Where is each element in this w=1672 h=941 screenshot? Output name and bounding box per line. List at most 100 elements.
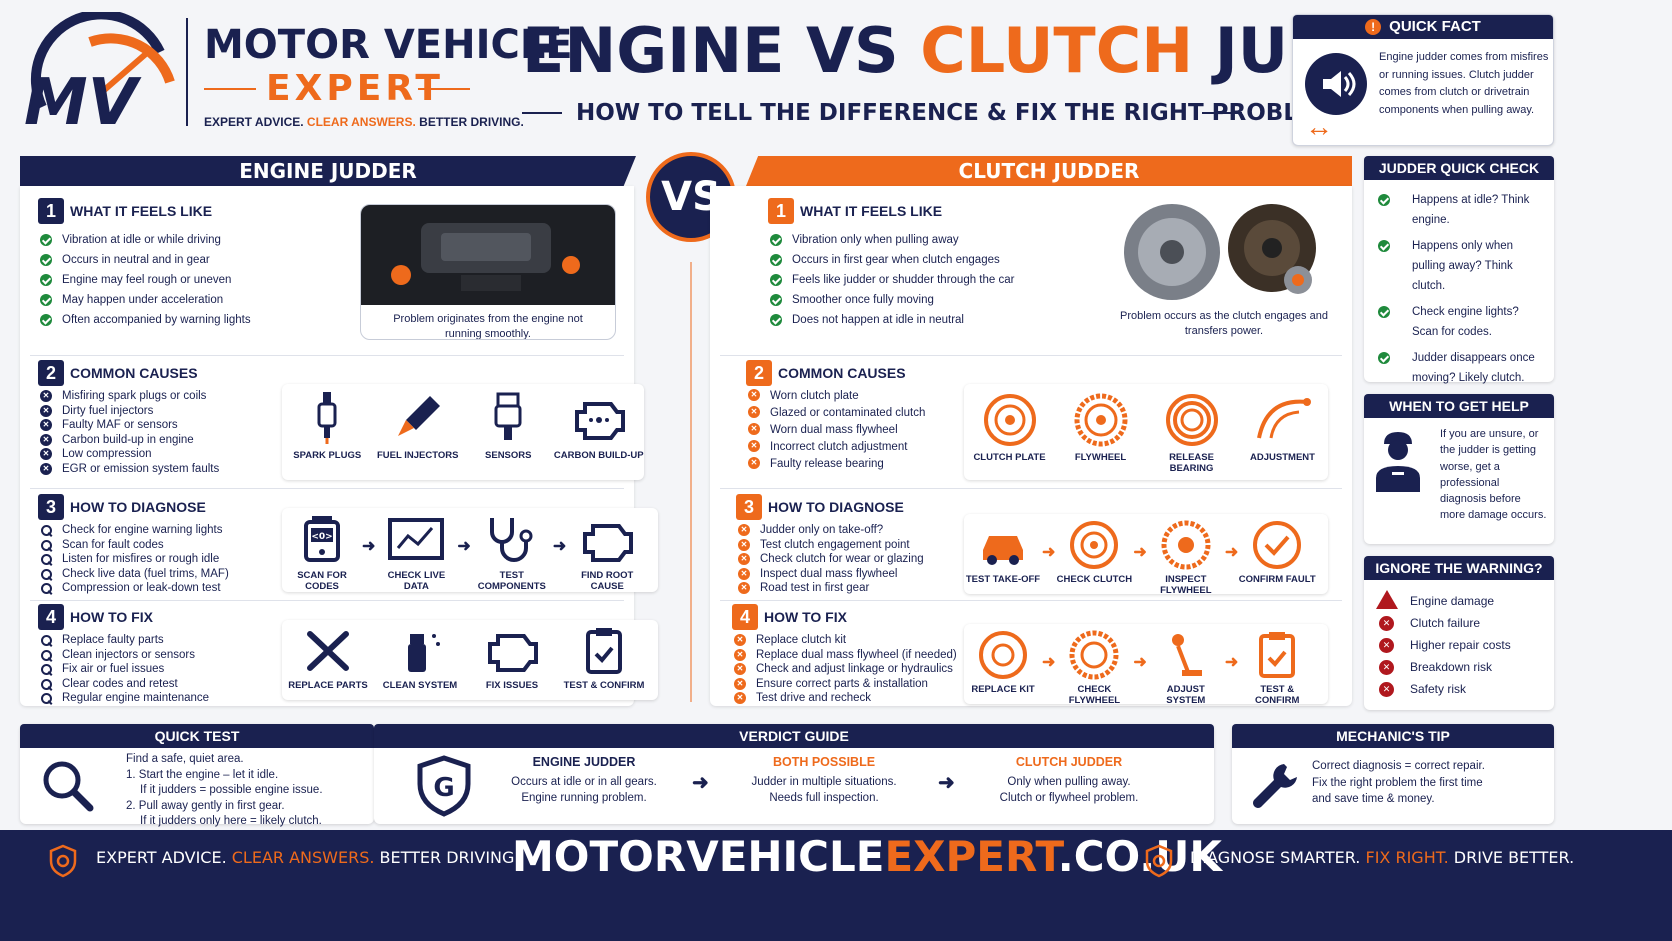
- replace-kit-item: REPLACE KIT: [964, 630, 1042, 695]
- root-cause-item: FIND ROOT CAUSE: [566, 514, 648, 592]
- engine-icon: [488, 634, 538, 672]
- list-item: Worn dual mass flywheel: [746, 422, 925, 439]
- list-item: Engine may feel rough or uneven: [38, 270, 251, 290]
- list-item: Replace clutch kit: [732, 633, 957, 648]
- list-item: Test clutch engagement point: [736, 538, 924, 553]
- clean-system-item: CLEAN SYSTEM: [374, 626, 466, 691]
- list-item: ✕Safety risk: [1376, 678, 1554, 700]
- list-item: Check for engine warning lights: [38, 523, 229, 538]
- ignore-panel: IGNORE THE WARNING? Engine damage ✕Clutc…: [1364, 556, 1554, 710]
- adjust-system-item: ADJUST SYSTEM: [1147, 630, 1225, 706]
- engine-fix-icons: REPLACE PARTS CLEAN SYSTEM FIX ISSUES TE…: [282, 620, 658, 700]
- list-item: Often accompanied by warning lights: [38, 310, 251, 330]
- list-item: Replace faulty parts: [38, 633, 209, 648]
- quick-fact-text: Engine judder comes from misfires or run…: [1379, 51, 1549, 116]
- bearing-icon: [1165, 394, 1218, 446]
- brand-line2: EXPERT: [266, 68, 444, 109]
- engine-icon: [583, 524, 634, 562]
- list-item: Happens only when pulling away? Think cl…: [1376, 236, 1544, 296]
- magnifier-icon: [43, 761, 94, 812]
- list-item: Occurs in neutral and in gear: [38, 250, 251, 270]
- list-item: Compression or leak-down test: [38, 581, 229, 596]
- clutch-diagnose-icons: TEST TAKE-OFF ➜ CHECK CLUTCH ➜ INSPECT F…: [964, 514, 1328, 596]
- release-bearing-item: RELEASE BEARING: [1146, 392, 1237, 474]
- list-item: ✕Clutch failure: [1376, 612, 1554, 634]
- list-item: EGR or emission system faults: [38, 462, 219, 477]
- replace-parts-item: REPLACE PARTS: [282, 626, 374, 691]
- footer-left-tagline: EXPERT ADVICE. CLEAR ANSWERS. BETTER DRI…: [96, 848, 520, 867]
- quick-fact-panel: !QUICK FACT ↔ Engine judder comes from m…: [1292, 14, 1554, 146]
- arrow-right-icon: ➜: [938, 772, 955, 794]
- clipboard-check-icon: [1259, 632, 1296, 678]
- footer-url[interactable]: MOTORVEHICLEEXPERT.CO.UK: [512, 832, 1222, 881]
- fix-issues-item: FIX ISSUES: [466, 626, 558, 691]
- list-item: Low compression: [38, 447, 219, 462]
- stethoscope-icon: [489, 518, 533, 562]
- x-icon: ✕: [1379, 616, 1394, 631]
- wrench-icon: [1253, 764, 1297, 808]
- quick-test-panel: QUICK TEST Find a safe, quiet area. 1. S…: [20, 724, 374, 827]
- list-item: Clear codes and retest: [38, 677, 209, 692]
- clutch-plate-icon: [983, 394, 1036, 446]
- engine-bay-icon: [361, 205, 615, 305]
- get-help-panel: WHEN TO GET HELP If you are unsure, or t…: [1364, 394, 1554, 544]
- list-item: Worn clutch plate: [746, 388, 925, 405]
- list-item: Glazed or contaminated clutch: [746, 405, 925, 422]
- verdict-panel: VERDICT GUIDE G ENGINE JUDDER Occurs at …: [374, 724, 1214, 824]
- confirm-fault-item: CONFIRM FAULT: [1238, 520, 1316, 585]
- list-item: Scan for fault codes: [38, 538, 229, 553]
- clutch-caption: Problem occurs as the clutch engages and…: [1120, 310, 1328, 337]
- x-icon: ✕: [1379, 638, 1394, 653]
- spark-plug-item: SPARK PLUGS: [282, 390, 373, 461]
- list-item: Check and adjust linkage or hydraulics: [732, 662, 957, 677]
- list-item: Road test in first gear: [736, 581, 924, 596]
- list-item: Judder only on take-off?: [736, 523, 924, 538]
- mechanic-icon: [1376, 432, 1420, 492]
- engine-diagnose-icons: <0>SCAN FOR CODES ➜ CHECK LIVE DATA ➜ TE…: [282, 508, 658, 592]
- list-item: Faulty release bearing: [746, 456, 925, 473]
- footer: EXPERT ADVICE. CLEAR ANSWERS. BETTER DRI…: [0, 830, 1672, 941]
- clipboard-check-icon: [586, 628, 622, 674]
- list-item: ✕Breakdown risk: [1376, 656, 1554, 678]
- clutch-plate-item: CLUTCH PLATE: [964, 392, 1055, 463]
- sensor-item: SENSORS: [463, 390, 554, 461]
- brand-line1: MOTOR VEHICLE: [204, 22, 573, 68]
- fuel-injector-item: FUEL INJECTORS: [373, 390, 464, 461]
- test-confirm-item: TEST & CONFIRM: [558, 626, 650, 691]
- list-item: Ensure correct parts & installation: [732, 677, 957, 692]
- shield-gear-icon: [1145, 844, 1173, 878]
- inspect-flywheel-item: INSPECT FLYWHEEL: [1147, 520, 1225, 596]
- list-item: Replace dual mass flywheel (if needed): [732, 648, 957, 663]
- check-clutch-item: CHECK CLUTCH: [1055, 520, 1133, 585]
- adjustment-item: ADJUSTMENT: [1237, 392, 1328, 463]
- verdict-engine: ENGINE JUDDER Occurs at idle or in all g…: [511, 755, 657, 804]
- arrow-right-icon: ➜: [692, 772, 709, 794]
- list-item: Judder disappears once moving? Likely cl…: [1376, 348, 1544, 388]
- carbon-buildup-item: CARBON BUILD-UP: [554, 390, 645, 461]
- list-item: Faulty MAF or sensors: [38, 418, 219, 433]
- list-item: Check live data (fuel trims, MAF): [38, 567, 229, 582]
- list-item: Check clutch for wear or glazing: [736, 552, 924, 567]
- list-item: Does not happen at idle in neutral: [768, 310, 1014, 330]
- list-item: Incorrect clutch adjustment: [746, 439, 925, 456]
- spark-plug-icon: [317, 392, 337, 444]
- brand-tagline: EXPERT ADVICE. CLEAR ANSWERS. BETTER DRI…: [204, 115, 524, 129]
- warning-icon: [1376, 590, 1398, 609]
- list-item: Fix air or fuel issues: [38, 662, 209, 677]
- clutch-plate-icon: [979, 631, 1027, 679]
- clutch-plate-icon: [1070, 521, 1119, 569]
- list-item: Listen for misfires or rough idle: [38, 552, 229, 567]
- engine-image: Problem originates from the engine not r…: [360, 204, 616, 340]
- live-data-item: CHECK LIVE DATA: [375, 514, 457, 592]
- list-item: Dirty fuel injectors: [38, 404, 219, 419]
- list-item: Feels like judder or shudder through the…: [768, 270, 1014, 290]
- list-item: Misfiring spark plugs or coils: [38, 389, 219, 404]
- speaker-icon: [1305, 53, 1367, 115]
- sensor-icon: [494, 392, 522, 440]
